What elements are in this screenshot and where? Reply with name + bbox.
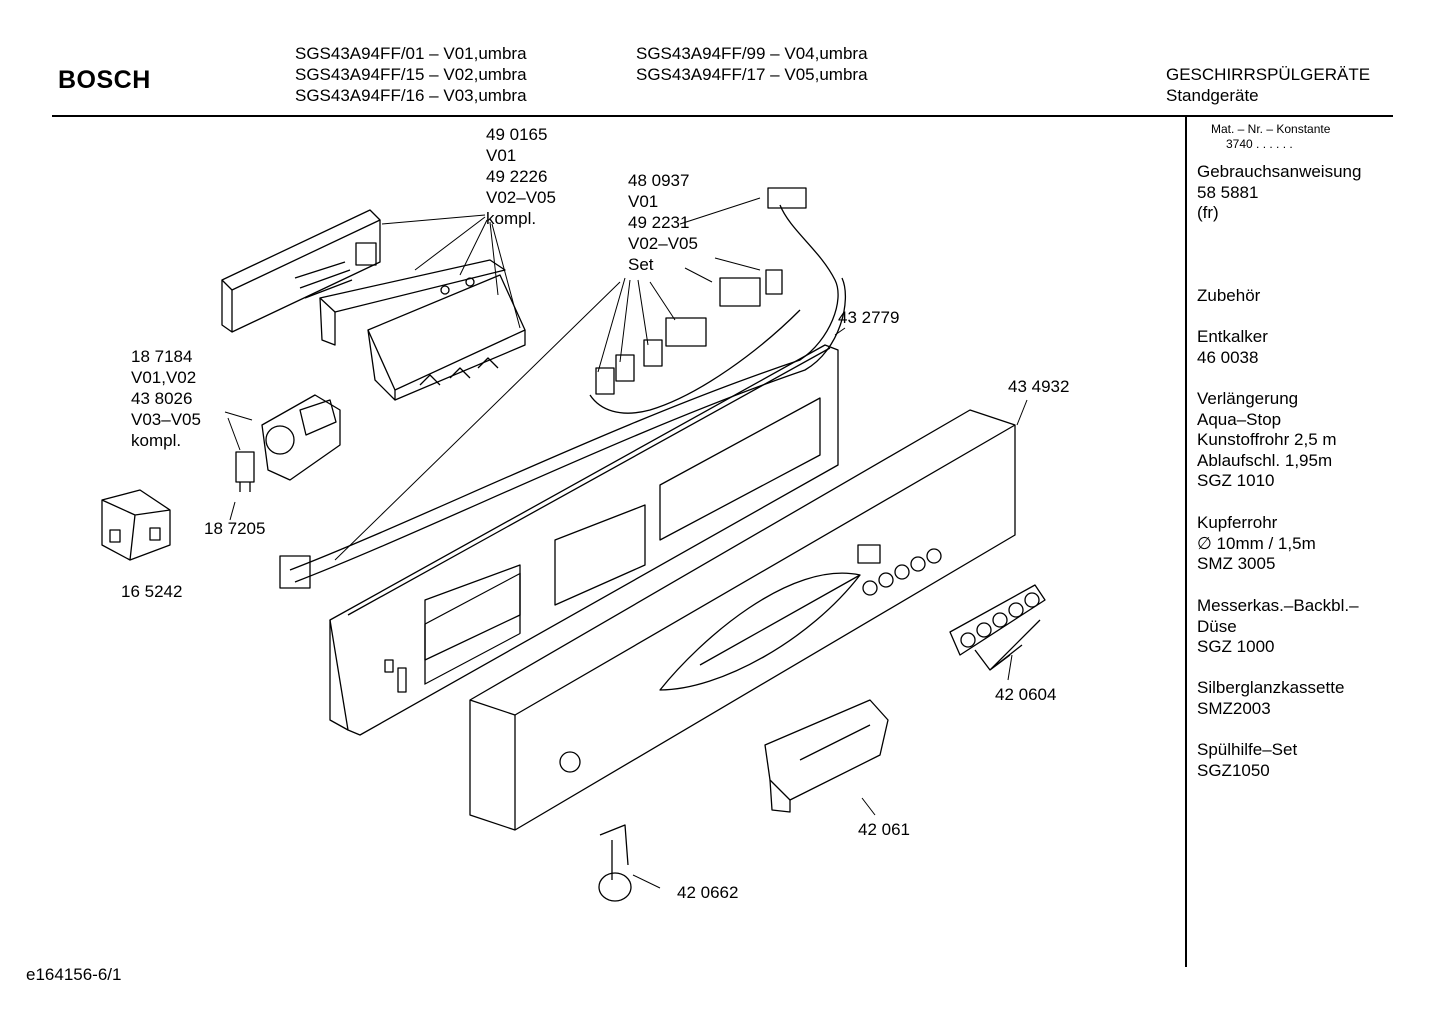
callout-relay: 16 5242 <box>121 582 183 601</box>
relay-part <box>101 489 171 561</box>
sidebar-line: Messerkas.–Backbl.– <box>1197 596 1359 615</box>
sidebar-line: Ablaufschl. 1,95m <box>1197 450 1333 470</box>
callout-line: V01,V02 <box>131 368 197 387</box>
model-line: SGS43A94FF/17 – V05,umbra <box>636 65 868 84</box>
model-list-right: SGS43A94FF/99 – V04,umbra SGS43A94FF/17 … <box>636 43 868 85</box>
model-line: SGS43A94FF/16 – V03,umbra <box>295 86 527 105</box>
callout-switch-part: 18 7205 <box>204 519 266 538</box>
sidebar-line: Kunstoffrohr 2,5 m <box>1197 430 1337 449</box>
brand-logo: BOSCH <box>58 66 151 94</box>
callout-line: Set <box>628 255 654 274</box>
callout-knob: 42 0662 <box>677 883 739 902</box>
sidebar-section-rinse-set: Spülhilfe–Set SGZ1050 <box>1197 740 1297 781</box>
callout-line: V03–V05 <box>131 410 201 429</box>
sidebar-line: SGZ1050 <box>1197 760 1270 780</box>
sidebar-line: Silberglanzkassette <box>1197 678 1345 697</box>
sidebar-line: Kupferrohr <box>1197 513 1278 532</box>
sidebar-line: Gebrauchsanweisung <box>1197 162 1362 181</box>
button-strip-part <box>949 584 1046 671</box>
callout-buttons: 42 0604 <box>995 685 1057 704</box>
callout-line: 49 2231 <box>628 213 690 232</box>
callout-line: kompl. <box>486 209 537 228</box>
category-subtitle: Standgeräte <box>1166 86 1259 105</box>
sidebar-line: Düse <box>1197 616 1237 636</box>
category-title: GESCHIRRSPÜLGERÄTE <box>1166 65 1371 84</box>
callout-line: 48 0937 <box>628 171 690 190</box>
sidebar-section-extension: Verlängerung Aqua–Stop Kunstoffrohr 2,5 … <box>1197 389 1337 492</box>
callout-frame: 43 2779 <box>838 308 900 327</box>
sidebar-line: SMZ 3005 <box>1197 554 1276 573</box>
material-number-block: Mat. – Nr. – Konstante 3740 . . . . . . <box>1211 122 1330 152</box>
sidebar-line: Entkalker <box>1197 327 1268 346</box>
header-divider <box>52 115 1393 117</box>
callout-handle: 42 061 <box>858 820 910 839</box>
callout-line: kompl. <box>131 431 182 450</box>
category-block: GESCHIRRSPÜLGERÄTE Standgeräte <box>1166 64 1370 106</box>
exploded-parts-drawing <box>101 187 1046 902</box>
model-line: SGS43A94FF/99 – V04,umbra <box>636 44 868 63</box>
knob-part <box>598 824 632 902</box>
leader-lines <box>224 197 1028 889</box>
handle-part <box>764 699 889 813</box>
model-list-left: SGS43A94FF/01 – V01,umbra SGS43A94FF/15 … <box>295 43 527 106</box>
model-line: SGS43A94FF/01 – V01,umbra <box>295 44 527 63</box>
callout-line: 49 0165 <box>486 125 548 144</box>
callout-cable-set: 48 0937 V01 49 2231 V02–V05 Set <box>628 170 698 275</box>
callout-line: V01 <box>628 192 659 211</box>
sidebar-line: 58 5881 <box>1197 182 1259 202</box>
material-number-code: 3740 . . . . . . <box>1226 137 1293 151</box>
material-number-title: Mat. – Nr. – Konstante <box>1211 122 1331 136</box>
sidebar-line: Spülhilfe–Set <box>1197 740 1298 759</box>
sidebar-section-nozzle: Messerkas.–Backbl.– Düse SGZ 1000 <box>1197 596 1359 658</box>
callout-module: 49 0165 V01 49 2226 V02–V05 kompl. <box>486 124 556 229</box>
sidebar-line: 46 0038 <box>1197 347 1259 367</box>
sidebar-section-manual: Gebrauchsanweisung 58 5881 (fr) <box>1197 162 1361 224</box>
model-line: SGS43A94FF/15 – V02,umbra <box>295 65 527 84</box>
sidebar-section-copper-pipe: Kupferrohr ∅ 10mm / 1,5m SMZ 3005 <box>1197 513 1316 575</box>
sidebar-divider <box>1185 117 1187 967</box>
sidebar-section-silver-cassette: Silberglanzkassette SMZ2003 <box>1197 678 1344 719</box>
sidebar-line: Aqua–Stop <box>1197 409 1282 429</box>
callout-line: 43 8026 <box>131 389 193 408</box>
callout-front-panel: 43 4932 <box>1008 377 1070 396</box>
control-module-part <box>221 209 526 401</box>
sidebar-line: Zubehör <box>1197 286 1261 305</box>
callout-line: V01 <box>486 146 517 165</box>
sidebar-line: Verlängerung <box>1197 389 1299 408</box>
inner-frame-part <box>329 344 839 736</box>
callout-line: V02–V05 <box>628 234 698 253</box>
sidebar-line: SMZ2003 <box>1197 698 1271 718</box>
sidebar-section-descaler: Entkalker 46 0038 <box>1197 327 1268 368</box>
callout-line: 49 2226 <box>486 167 548 186</box>
document-id: e164156-6/1 <box>26 965 122 984</box>
door-switch-part <box>235 394 341 492</box>
callout-line: 18 7184 <box>131 347 193 366</box>
callout-switch: 18 7184 V01,V02 43 8026 V03–V05 kompl. <box>131 346 201 451</box>
front-panel-part <box>469 409 1016 831</box>
sidebar-line: SGZ 1010 <box>1197 471 1275 490</box>
callout-line: V02–V05 <box>486 188 556 207</box>
sidebar-section-accessories: Zubehör <box>1197 286 1260 307</box>
sidebar-line: (fr) <box>1197 203 1219 222</box>
sidebar-line: ∅ 10mm / 1,5m <box>1197 533 1316 553</box>
cable-harness-part <box>279 187 846 589</box>
sidebar-line: SGZ 1000 <box>1197 637 1275 656</box>
